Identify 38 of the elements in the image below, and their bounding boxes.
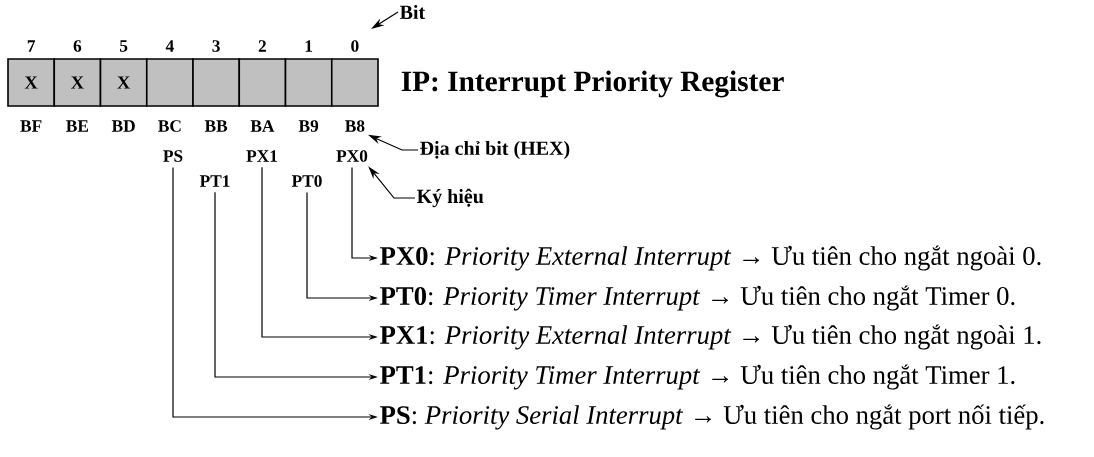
register-cell (284, 58, 333, 107)
description-text: PX0: Priority External Interrupt → Ưu tiên cho ngắt ngoài 0. (380, 245, 1041, 271)
symbol-label: PS (163, 150, 183, 162)
register-cell (145, 58, 194, 107)
symbol-label: PX0 (336, 150, 368, 162)
bit-number: 1 (305, 40, 313, 52)
annotation-label: Bit (399, 5, 426, 20)
bit-address: BE (66, 120, 89, 132)
symbol-label: PT1 (199, 175, 230, 187)
bit-address: B9 (298, 120, 319, 132)
description-text: PT0: Priority Timer Interrupt → Ưu tiên cho ngắt Timer 0. (380, 285, 1015, 311)
annotation-label: Ký hiệu (416, 188, 484, 208)
bit-address: BF (20, 120, 42, 132)
bit-address: BD (111, 120, 135, 132)
annotation-label: Địa chỉ bit (HEX) (420, 140, 570, 160)
symbol-label: PX1 (246, 150, 277, 162)
bit-address: BA (250, 120, 275, 132)
register-cell: X (53, 58, 102, 107)
bit-address: BB (204, 120, 228, 132)
description-text: PX1: Priority External Interrupt → Ưu tiên cho ngắt ngoài 1. (380, 324, 1041, 350)
description-text: PS: Priority Serial Interrupt → Ưu tiên cho ngắt port nối tiếp. (380, 404, 1044, 430)
description-text: PT1: Priority Timer Interrupt → Ưu tiên cho ngắt Timer 1. (380, 364, 1015, 390)
register-cell (330, 58, 379, 107)
bit-address: B8 (345, 120, 365, 132)
symbol-label: PT0 (291, 175, 322, 187)
register-cell: X (99, 58, 148, 107)
bit-address: BC (158, 120, 181, 132)
bit-number: 5 (120, 40, 128, 52)
bit-number: 4 (165, 40, 174, 52)
register-cell: X (7, 58, 56, 107)
register-cell (238, 58, 287, 107)
register-cell (192, 58, 241, 107)
bit-number: 6 (73, 40, 82, 52)
bit-number: 0 (351, 40, 359, 52)
bit-number: 2 (258, 40, 266, 52)
bit-number: 3 (212, 40, 220, 52)
register-title: IP: Interrupt Priority Register (401, 70, 784, 98)
bit-number: 7 (27, 40, 36, 52)
